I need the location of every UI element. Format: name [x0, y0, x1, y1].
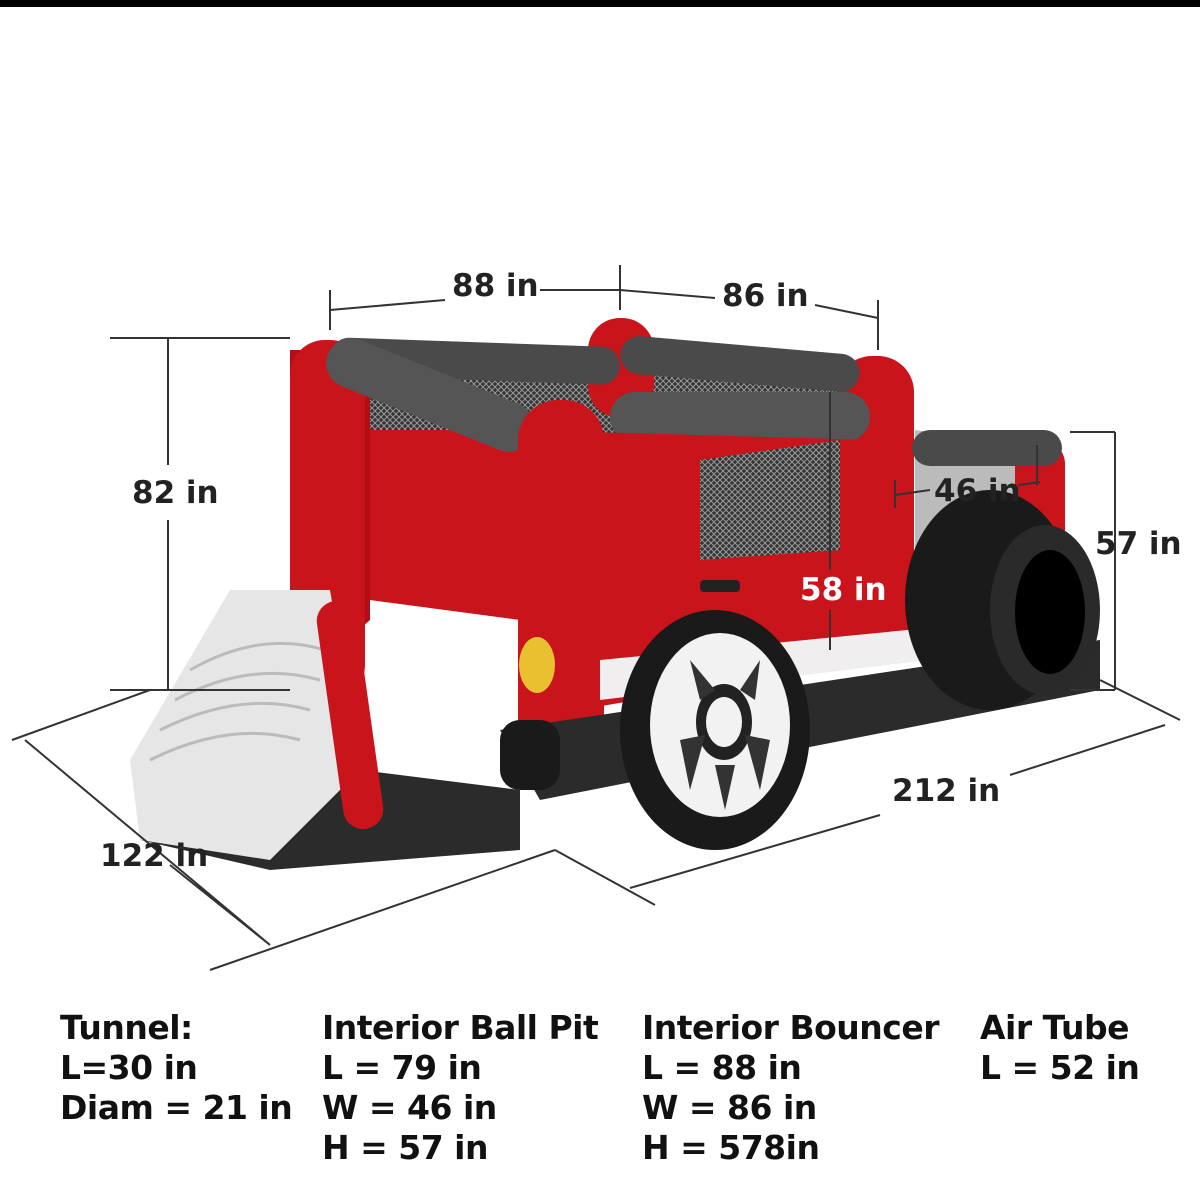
label-top-length: 88 in — [452, 268, 539, 304]
label-overall-length: 212 in — [892, 773, 1000, 809]
label-top-width: 86 in — [722, 278, 809, 314]
dimension-lines — [11, 265, 1181, 971]
spec-title: Interior Bouncer — [642, 1008, 939, 1047]
spec-tunnel: Tunnel: L=30 in Diam = 21 in — [60, 1008, 293, 1128]
spec-line: Diam = 21 in — [60, 1088, 293, 1127]
bounce-house-illustration — [130, 318, 1100, 870]
label-overall-width: 122 in — [100, 838, 208, 874]
spec-ball-pit: Interior Ball Pit L = 79 in W = 46 in H … — [322, 1008, 599, 1168]
spec-line: W = 86 in — [642, 1088, 817, 1127]
label-ball-pit-width: 46 in — [934, 473, 1021, 509]
spec-line: L = 88 in — [642, 1048, 802, 1087]
spec-line: W = 46 in — [322, 1088, 497, 1127]
spec-bouncer: Interior Bouncer L = 88 in W = 86 in H =… — [642, 1008, 939, 1168]
spec-title: Air Tube — [980, 1008, 1130, 1047]
label-bouncer-height: 58 in — [800, 572, 887, 608]
spec-title: Tunnel: — [60, 1008, 193, 1047]
dimension-labels: 88 in 86 in 82 in 46 in 57 in 58 in 212 … — [100, 268, 1182, 874]
spec-line: H = 57 in — [322, 1128, 488, 1167]
spec-line: H = 578in — [642, 1128, 820, 1167]
spec-line: L=30 in — [60, 1048, 198, 1087]
spec-line: L = 79 in — [322, 1048, 482, 1087]
label-ball-pit-height: 57 in — [1095, 526, 1182, 562]
spec-title: Interior Ball Pit — [322, 1008, 599, 1047]
label-overall-height: 82 in — [132, 475, 219, 511]
top-border — [0, 0, 1200, 7]
spec-air-tube: Air Tube L = 52 in — [980, 1008, 1140, 1088]
spec-line: L = 52 in — [980, 1048, 1140, 1087]
